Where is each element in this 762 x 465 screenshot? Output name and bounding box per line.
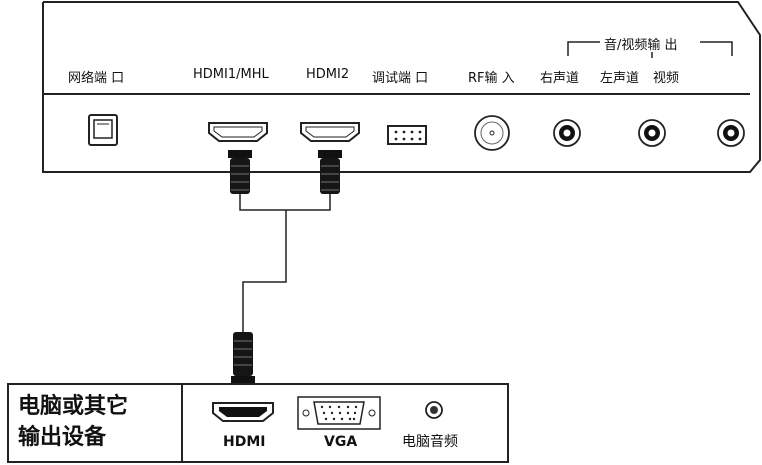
video-label: 视频 (653, 71, 680, 86)
debug-port-label: 调试端 口 (372, 71, 429, 86)
av-output-bracket (567, 41, 733, 58)
pc-hdmi-label: HDMI (223, 434, 266, 450)
hdmi1-port-icon (208, 122, 268, 142)
left-channel-label: 左声道 (600, 71, 640, 86)
vga-port-icon (297, 396, 381, 430)
debug-port-icon (387, 125, 427, 145)
network-port-icon (88, 114, 118, 146)
pc-device-title-line1: 电脑或其它 (18, 394, 129, 419)
tv-rear-panel (42, 1, 761, 173)
right-channel-jack-icon (553, 119, 581, 147)
hdmi2-port-icon (300, 122, 360, 142)
pc-device-title-line2: 输出设备 (18, 425, 107, 450)
hdmi2-cable-plug-icon (318, 150, 342, 194)
pc-vga-label: VGA (324, 434, 358, 450)
rf-input-icon (474, 115, 510, 151)
left-channel-jack-icon (638, 119, 666, 147)
video-jack-icon (717, 119, 745, 147)
pc-audio-jack-icon (425, 401, 443, 419)
hdmi1-cable-plug-icon (228, 150, 252, 194)
pc-audio-label: 电脑音频 (402, 434, 458, 450)
av-output-group-label: 音/视频输 出 (604, 38, 678, 53)
right-channel-label: 右声道 (540, 71, 580, 86)
pc-hdmi-port-icon (212, 402, 274, 422)
hdmi1-port-label: HDMI1/MHL (193, 67, 269, 82)
pc-hdmi-cable-plug-icon (231, 332, 255, 384)
network-port-label: 网络端 口 (68, 71, 125, 86)
rf-input-label: RF输 入 (468, 71, 515, 86)
hdmi2-port-label: HDMI2 (306, 67, 350, 82)
hdmi-cable (239, 194, 331, 332)
pc-device-box (7, 383, 509, 463)
